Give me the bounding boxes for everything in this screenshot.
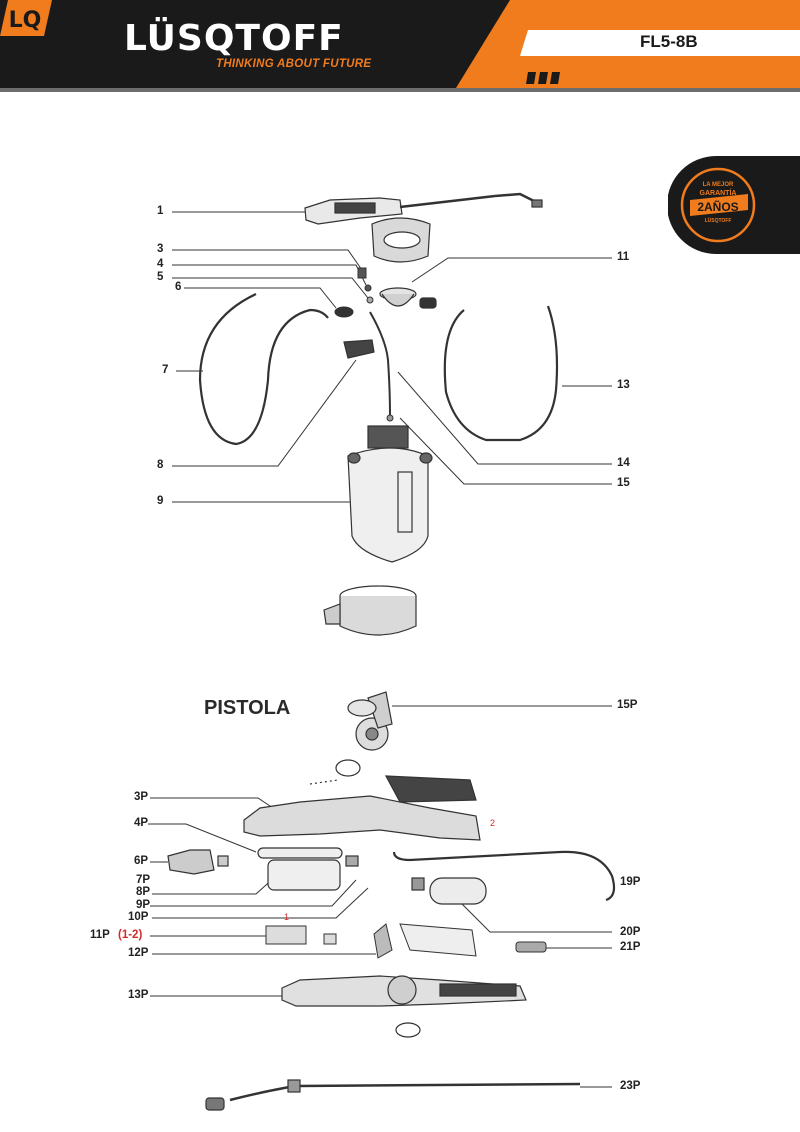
part-lance-23p: [205, 1079, 581, 1111]
part-valve-12p: [373, 923, 477, 959]
callout-8: 8: [157, 459, 164, 471]
callout-3: 3: [157, 243, 164, 255]
part-fitting-21p: [515, 941, 547, 953]
badge-line4: LÜSQTOFF: [704, 218, 732, 224]
callout-7: 7: [162, 364, 169, 376]
part-hose-13: [443, 305, 559, 442]
callout-13p: 13P: [128, 989, 149, 1001]
warranty-badge: LA MEJOR GARANTÍA 2AÑOS LÜSQTOFF: [667, 156, 800, 254]
callout-6p: 6P: [134, 855, 149, 867]
callout-7p: 7P: [136, 874, 151, 886]
callout-19p: 19P: [620, 876, 641, 888]
brand-name: LÜSQTOFF: [124, 18, 344, 59]
callout-4: 4: [157, 258, 164, 270]
callout-12p: 12P: [128, 947, 149, 959]
part-cylinder-20p: [411, 877, 487, 905]
callout-14: 14: [617, 457, 630, 469]
header-background: [0, 0, 800, 92]
part-clip-8: [343, 339, 375, 359]
lusqtoff-logo-icon: LQ: [0, 0, 52, 36]
part-tubes: [257, 847, 359, 891]
callout-20p: 20P: [620, 926, 641, 938]
badge-line3: 2AÑOS: [697, 200, 739, 214]
badge-line1: LA MEJOR: [702, 182, 734, 188]
part-base: [323, 585, 417, 636]
callout-4p: 4P: [134, 817, 149, 829]
section-title-pistola: PISTOLA: [204, 697, 291, 719]
part-spray-gun: [304, 192, 543, 225]
part-regulator-15p: [347, 691, 393, 751]
callout-21p: 21P: [620, 941, 641, 953]
callout-6: 6: [175, 281, 182, 293]
callout-13: 13: [617, 379, 630, 391]
callout-8p: 8P: [136, 886, 151, 898]
part-tank-9: [347, 425, 433, 563]
part-dip-tube: [369, 311, 391, 417]
badge-line2: GARANTÍA: [699, 190, 737, 197]
header-banner: LQ LÜSQTOFF THINKING ABOUT FUTURE FL5-8B: [0, 0, 800, 92]
board-mark-2: 2: [490, 818, 496, 828]
brand-tagline: THINKING ABOUT FUTURE: [216, 58, 372, 70]
part-gun-body-3p: [243, 759, 481, 841]
board-mark-1: 1: [284, 912, 290, 922]
part-nozzle-6p: [167, 849, 229, 875]
model-number: FL5-8B: [640, 32, 698, 51]
part-board-11p: [265, 925, 337, 945]
callout-11: 11: [617, 251, 630, 263]
callout-23p: 23P: [620, 1080, 641, 1092]
part-small-fittings: [334, 267, 374, 318]
callout-11p-variants: (1-2): [118, 929, 143, 941]
callout-3p: 3P: [134, 791, 149, 803]
callout-1: 1: [157, 205, 164, 217]
part-hose-7: [198, 293, 329, 446]
part-top-handle: [371, 217, 437, 309]
callout-9: 9: [157, 495, 164, 507]
warranty-badge-shape: [667, 156, 800, 254]
part-hose-19p: [392, 850, 616, 902]
callout-15: 15: [617, 477, 630, 489]
callout-11p: 11P: [90, 929, 110, 941]
callout-10p: 10P: [128, 911, 149, 923]
callout-15p: 15P: [617, 699, 638, 711]
part-handle-13p: [281, 975, 527, 1038]
logo-mark-text: LQ: [9, 8, 42, 33]
callout-9p: 9P: [136, 899, 151, 911]
callout-5: 5: [157, 271, 164, 283]
